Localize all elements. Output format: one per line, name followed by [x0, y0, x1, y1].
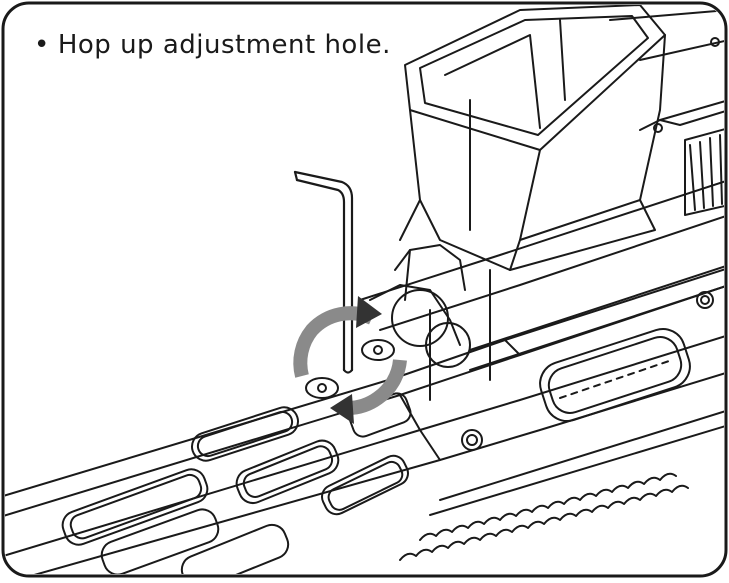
hop-up-knob [369, 244, 471, 368]
adjustment-hole [305, 339, 395, 399]
circular-rotate-arrows-icon [293, 296, 407, 424]
side-window [539, 328, 691, 422]
bullet-point: • [34, 30, 50, 60]
caption-text: •Hop up adjustment hole. [34, 30, 391, 60]
magazine-well [399, 5, 666, 271]
allen-key-icon [293, 170, 354, 374]
screws [461, 291, 714, 451]
caption-label: Hop up adjustment hole. [57, 30, 391, 60]
